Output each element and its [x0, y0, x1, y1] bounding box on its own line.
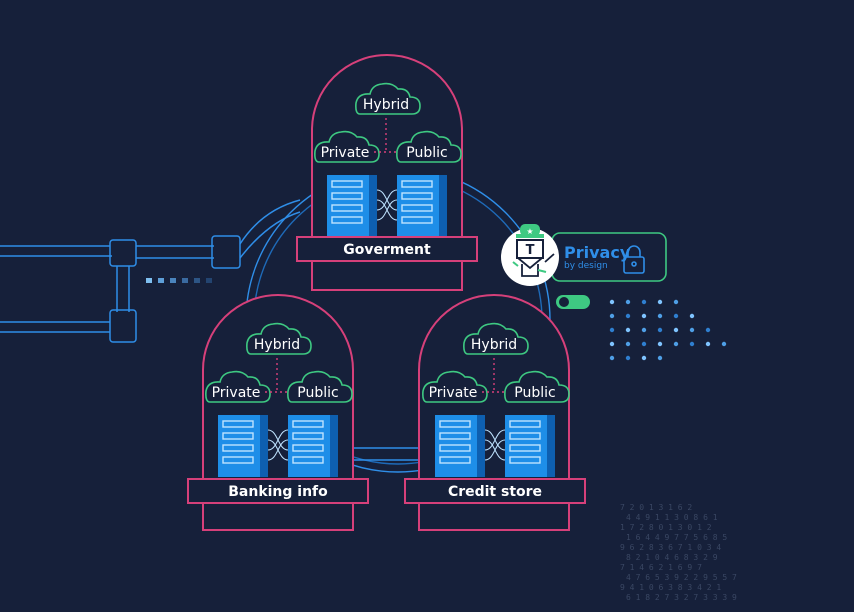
grid-dot	[625, 299, 631, 305]
digit-row: 9 4 1 0 6 3 8 3 4 2 1	[620, 583, 721, 592]
grid-dot	[609, 327, 615, 333]
node-label-box	[187, 478, 369, 504]
grid-dot	[641, 313, 647, 319]
svg-text:Public: Public	[297, 385, 338, 401]
padlock-icon	[623, 245, 645, 274]
privacy-badge: Privacy by design ★ T	[501, 224, 667, 309]
cloud-public: Public	[396, 130, 462, 163]
cloud-hybrid: Hybrid	[355, 82, 421, 115]
privacy-title: Privacy	[564, 243, 631, 262]
node-label-box	[404, 478, 586, 504]
grid-dot	[689, 327, 695, 333]
node-credit: Hybrid Private Public Credit store	[404, 294, 586, 531]
server-rack-right	[396, 174, 448, 238]
node-label: Banking info	[228, 484, 328, 500]
privacy-subtitle: by design	[564, 261, 608, 271]
grid-dot	[641, 299, 647, 305]
node-label: Credit store	[448, 484, 542, 500]
svg-text:Public: Public	[406, 145, 447, 161]
svg-text:Hybrid: Hybrid	[254, 337, 300, 353]
server-rack-right	[504, 414, 556, 478]
grid-dot	[609, 299, 615, 305]
grid-dot	[721, 341, 727, 347]
grid-dot	[609, 341, 615, 347]
grid-dot	[625, 355, 631, 361]
grid-dot	[689, 313, 695, 319]
node-label: Goverment	[343, 242, 431, 258]
digit-row: 1 7 2 8 0 1 3 0 1 2	[620, 523, 712, 532]
grid-dot	[673, 327, 679, 333]
svg-text:Hybrid: Hybrid	[363, 97, 409, 113]
node-banking: Hybrid Private Public Banking info	[187, 294, 369, 531]
server-rack-right	[287, 414, 339, 478]
grid-dot	[689, 341, 695, 347]
server-rack-left	[434, 414, 486, 478]
grid-dot	[625, 313, 631, 319]
grid-dot	[657, 341, 663, 347]
grid-dot	[641, 355, 647, 361]
node-government: Hybrid Private Public Goverment	[296, 54, 478, 291]
server-rack-left	[326, 174, 378, 238]
character-icon: ★ T	[512, 224, 555, 277]
cloud-public: Public	[504, 370, 570, 403]
digit-row: 6 1 8 2 7 3 2 7 3 3 3 9	[626, 593, 737, 602]
grid-dot	[625, 327, 631, 333]
cloud-hybrid: Hybrid	[246, 322, 312, 355]
digit-field: 7 2 0 1 3 1 6 2 4 4 9 1 1 3 0 8 6 11 7 2…	[620, 503, 737, 602]
svg-text:Private: Private	[429, 385, 478, 401]
node-label-box	[296, 236, 478, 262]
svg-text:Private: Private	[212, 385, 261, 401]
grid-dot	[657, 355, 663, 361]
cloud-private: Private	[422, 370, 488, 403]
svg-text:Private: Private	[321, 145, 370, 161]
toggle-switch[interactable]	[556, 295, 590, 309]
digit-row: 4 4 9 1 1 3 0 8 6 1	[626, 513, 718, 522]
pipe-connector	[0, 199, 301, 343]
digit-row: 4 7 6 5 3 9 2 2 9 5 5 7	[626, 573, 737, 582]
cloud-private: Private	[205, 370, 271, 403]
grid-dot	[609, 355, 615, 361]
grid-dot	[657, 327, 663, 333]
cloud-public: Public	[287, 370, 353, 403]
digit-row: 1 6 4 4 9 7 7 5 6 8 5	[626, 533, 727, 542]
grid-dot	[625, 341, 631, 347]
digit-row: 8 2 1 0 4 6 8 3 2 9	[626, 553, 718, 562]
svg-text:Public: Public	[514, 385, 555, 401]
grid-dot	[673, 313, 679, 319]
grid-dot	[673, 341, 679, 347]
digit-row: 7 2 0 1 3 1 6 2	[620, 503, 692, 512]
progress-dots	[146, 278, 212, 283]
grid-dot	[657, 299, 663, 305]
grid-dot	[657, 313, 663, 319]
grid-dot	[705, 341, 711, 347]
svg-text:★: ★	[526, 227, 533, 236]
cloud-private: Private	[314, 130, 380, 163]
cloud-hybrid: Hybrid	[463, 322, 529, 355]
grid-dot	[609, 313, 615, 319]
server-rack-left	[217, 414, 269, 478]
svg-text:T: T	[526, 243, 535, 258]
digit-row: 7 1 4 6 2 1 6 9 7	[620, 563, 702, 572]
svg-text:Hybrid: Hybrid	[471, 337, 517, 353]
grid-dot	[705, 327, 711, 333]
grid-dot	[673, 299, 679, 305]
grid-dot	[641, 341, 647, 347]
dot-grid	[609, 299, 727, 361]
grid-dot	[641, 327, 647, 333]
digit-row: 9 6 2 8 3 6 7 1 0 3 4	[620, 543, 721, 552]
